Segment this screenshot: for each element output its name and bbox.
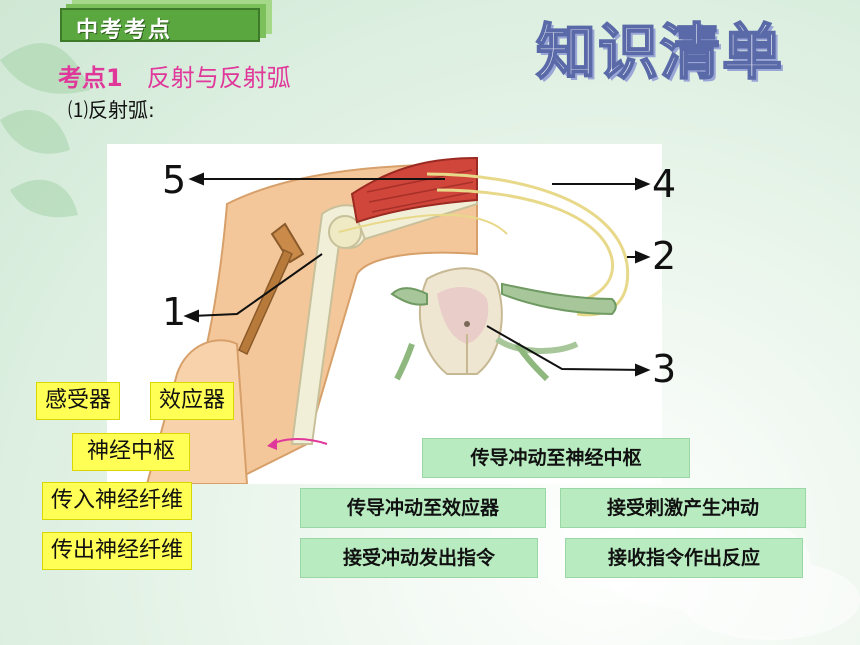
section-subtitle: ⑴反射弧: xyxy=(68,98,155,122)
term-box-afferent-fiber[interactable]: 传入神经纤维 xyxy=(42,482,193,520)
diagram-label-3: 3 xyxy=(652,347,677,391)
function-box-receive-stimulus[interactable]: 接受刺激产生冲动 xyxy=(560,488,806,528)
diagram-label-1: 1 xyxy=(162,290,187,334)
term-box-nerve-center[interactable]: 神经中枢 xyxy=(72,433,191,471)
topic-number: 考点1 xyxy=(58,64,123,92)
header-tab-label: 中考考点 xyxy=(76,18,173,43)
diagram-label-2: 2 xyxy=(652,234,677,278)
diagram-label-5: 5 xyxy=(162,158,187,202)
function-box-respond[interactable]: 接收指令作出反应 xyxy=(565,538,803,578)
function-box-to-center[interactable]: 传导冲动至神经中枢 xyxy=(422,438,690,478)
page-title: 知识清单 xyxy=(535,17,784,89)
topic-name: 反射与反射弧 xyxy=(146,64,291,92)
reflex-arc-illustration xyxy=(145,156,651,485)
term-box-receptor[interactable]: 感受器 xyxy=(36,382,121,420)
term-box-effector[interactable]: 效应器 xyxy=(150,382,235,420)
term-box-efferent-fiber[interactable]: 传出神经纤维 xyxy=(42,532,193,570)
function-box-to-effector[interactable]: 传导冲动至效应器 xyxy=(300,488,546,528)
topic-heading: 考点1 反射与反射弧 xyxy=(58,58,291,93)
reflex-arc-diagram: 5 4 2 1 3 xyxy=(107,144,676,485)
diagram-label-4: 4 xyxy=(652,162,677,206)
header-tab: 中考考点 xyxy=(60,8,260,43)
function-box-issue-command[interactable]: 接受冲动发出指令 xyxy=(300,538,538,578)
